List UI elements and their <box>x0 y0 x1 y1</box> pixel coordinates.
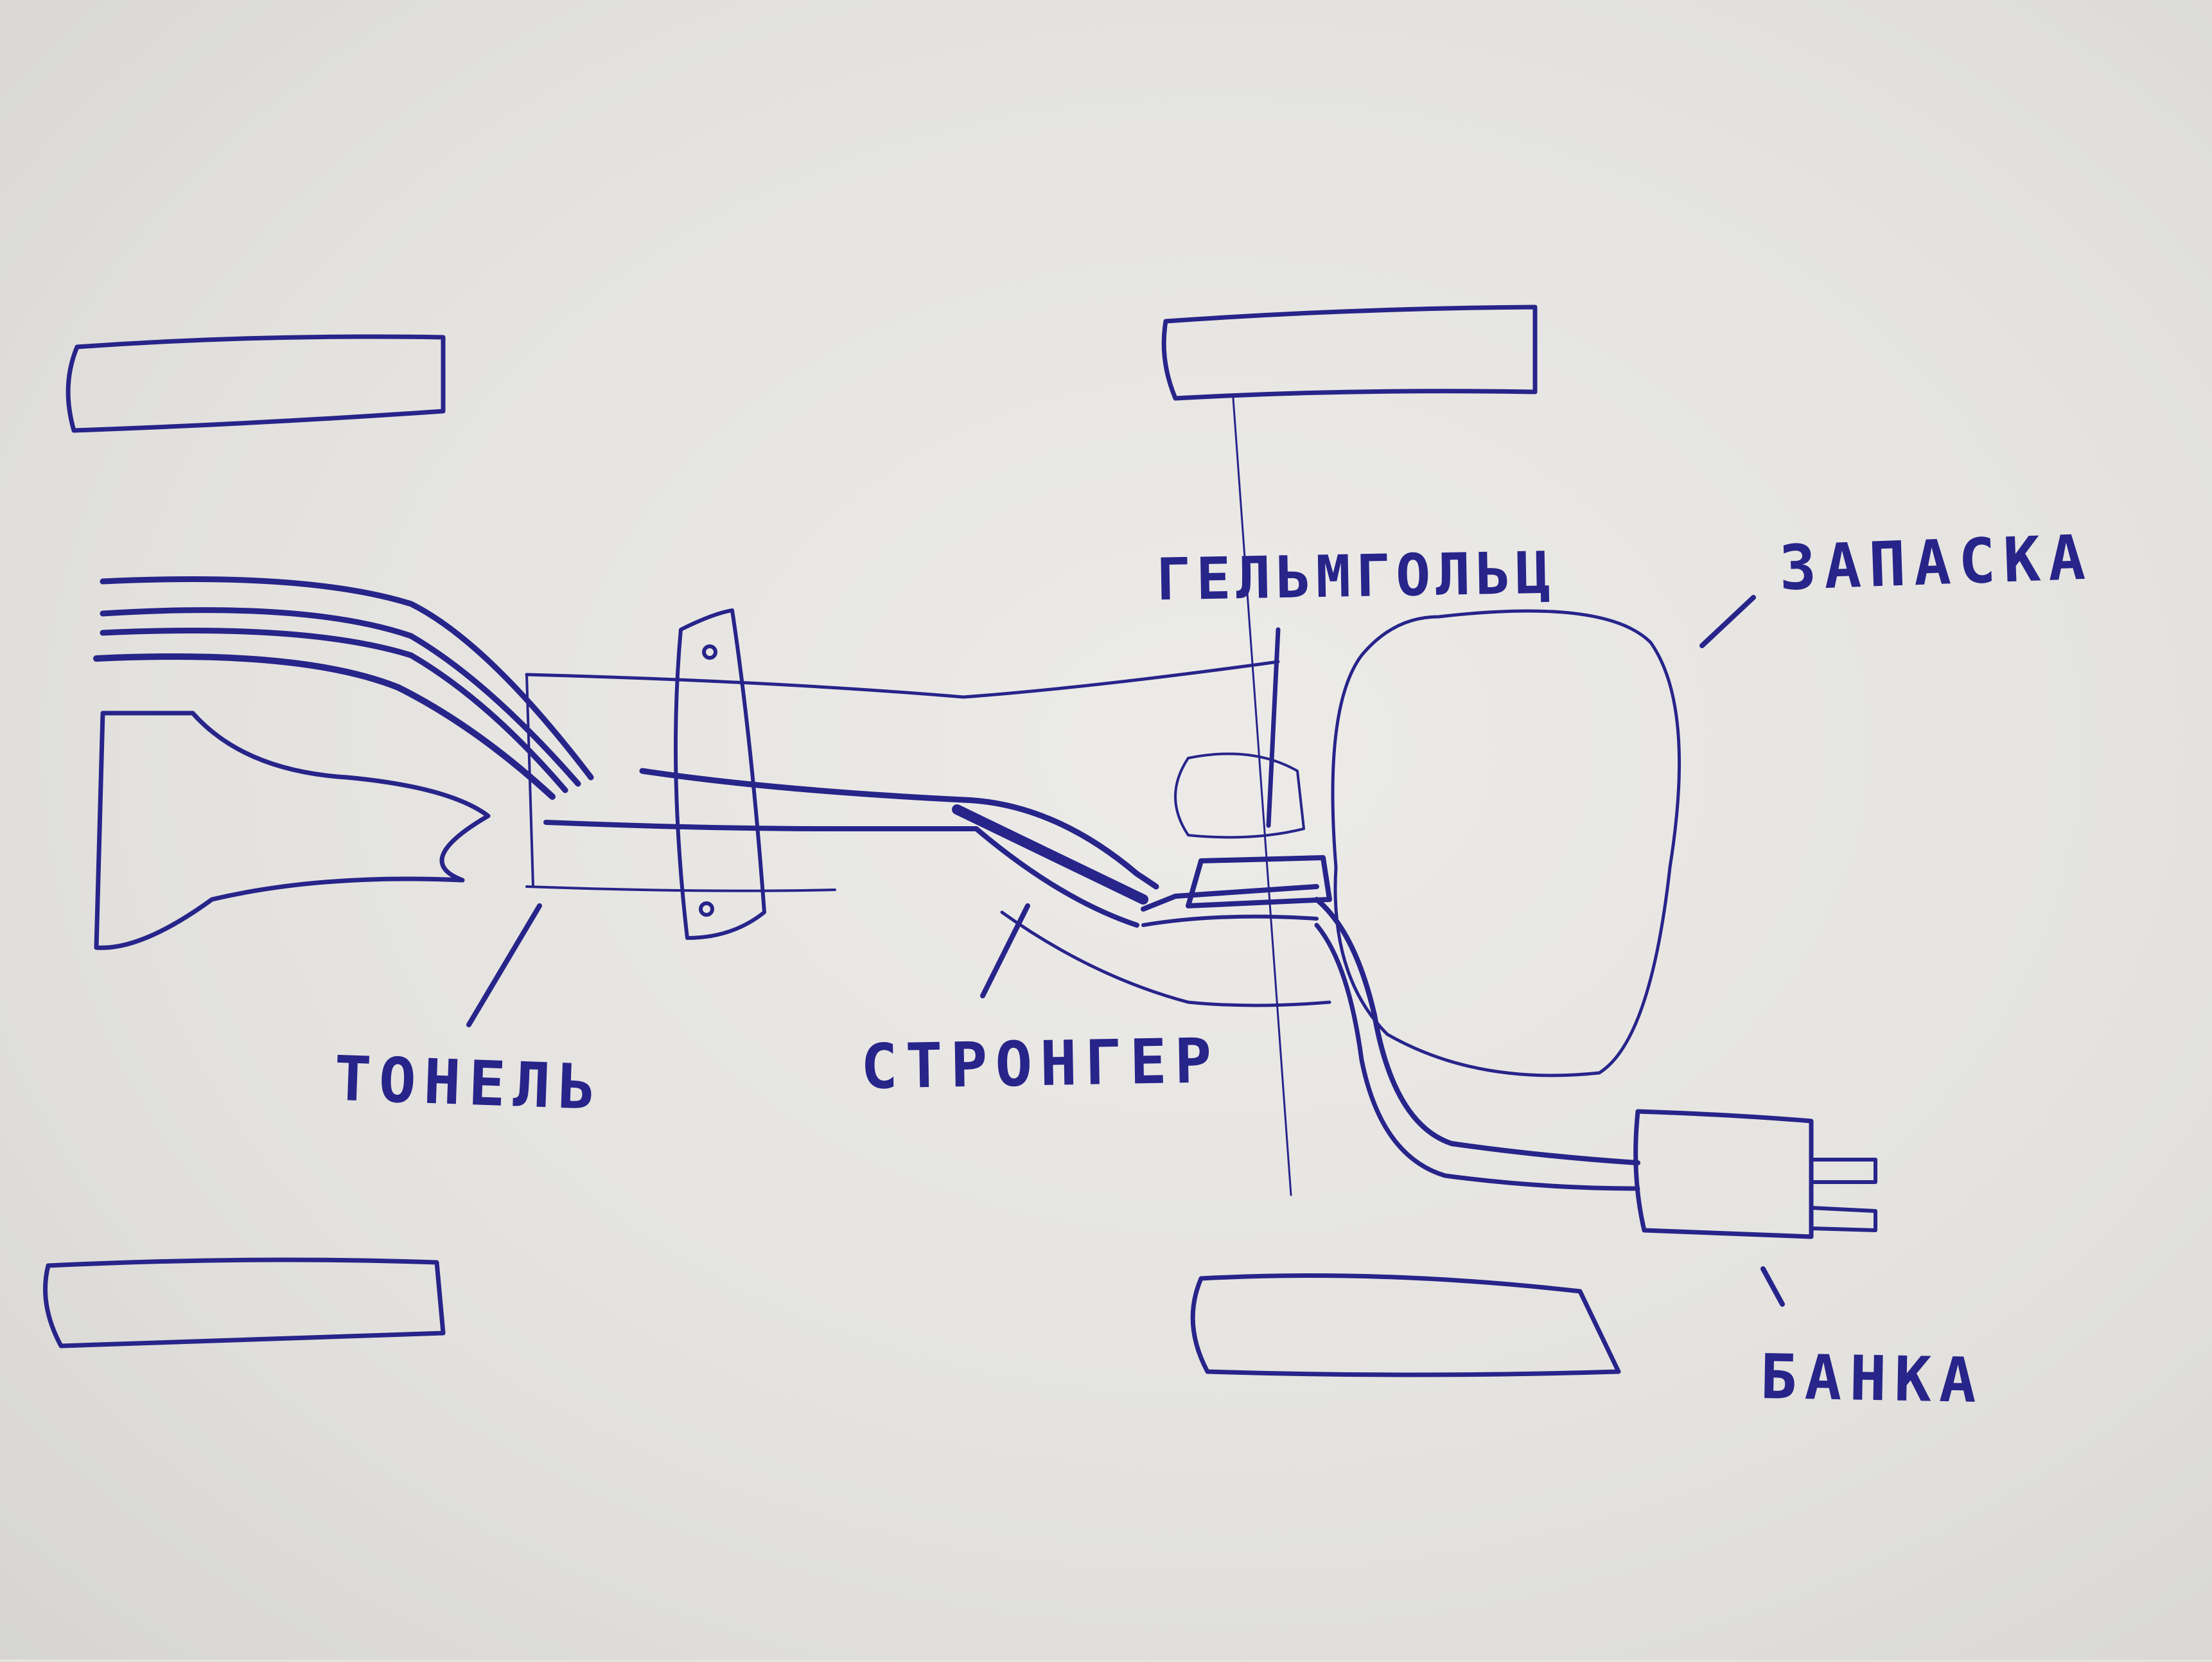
helmholtz-mount <box>1186 855 1332 908</box>
label-tank: БАНКА <box>1759 1340 1985 1417</box>
rear-axle-line <box>1232 397 1292 1196</box>
pipe-to-muffler-lower <box>1141 914 1319 927</box>
spare-wheel <box>1331 609 1681 1077</box>
stringer-pointer <box>980 903 1030 998</box>
rear-muffler-tank <box>1633 1109 1814 1239</box>
engine-block <box>94 711 491 950</box>
tunnel-lower-edge <box>525 885 836 892</box>
tailpipe-tip-lower <box>1809 1206 1877 1232</box>
bracket-bolt-bottom <box>699 901 714 917</box>
tunnel-side <box>525 673 534 888</box>
tunnel-upper-edge <box>525 660 1280 699</box>
stringer-upper-line <box>639 768 1159 890</box>
tailpipe-tip-upper <box>1809 1158 1877 1184</box>
tunnel-pointer <box>466 903 542 1027</box>
wheel-front-left <box>66 334 446 433</box>
helmholtz-resonator <box>1174 752 1305 839</box>
exhaust-pipe-4 <box>93 653 556 800</box>
pipe-lower-bend <box>1000 910 1331 1007</box>
helmholtz-pointer <box>1266 627 1281 828</box>
label-spare-wheel: ЗАПАСКА <box>1778 521 2094 605</box>
label-tunnel: ТОНЕЛЬ <box>333 1042 604 1124</box>
tank-pointer <box>1760 1266 1785 1307</box>
crossmember-bracket <box>674 608 766 940</box>
tail-pipe-lower <box>1314 923 1640 1191</box>
bracket-bolt-top <box>702 644 717 660</box>
wheel-rear-left <box>1161 305 1538 401</box>
exhaust-pipe-2 <box>100 607 581 787</box>
wheel-rear-right <box>1190 1273 1621 1377</box>
spare-wheel-pointer <box>1699 595 1756 648</box>
exhaust-pipe-1 <box>100 576 594 781</box>
stringer-lower-line <box>543 820 1139 928</box>
label-stringer: СТРОНГЕР <box>860 1025 1220 1103</box>
label-helmholtz: ГЕЛЬМГОЛЬЦ <box>1155 539 1556 614</box>
wheel-front-right <box>43 1257 446 1348</box>
tail-pipe-upper <box>1314 897 1640 1165</box>
exhaust-pipe-3 <box>100 628 568 793</box>
stringer-reinforcement <box>952 804 1148 905</box>
